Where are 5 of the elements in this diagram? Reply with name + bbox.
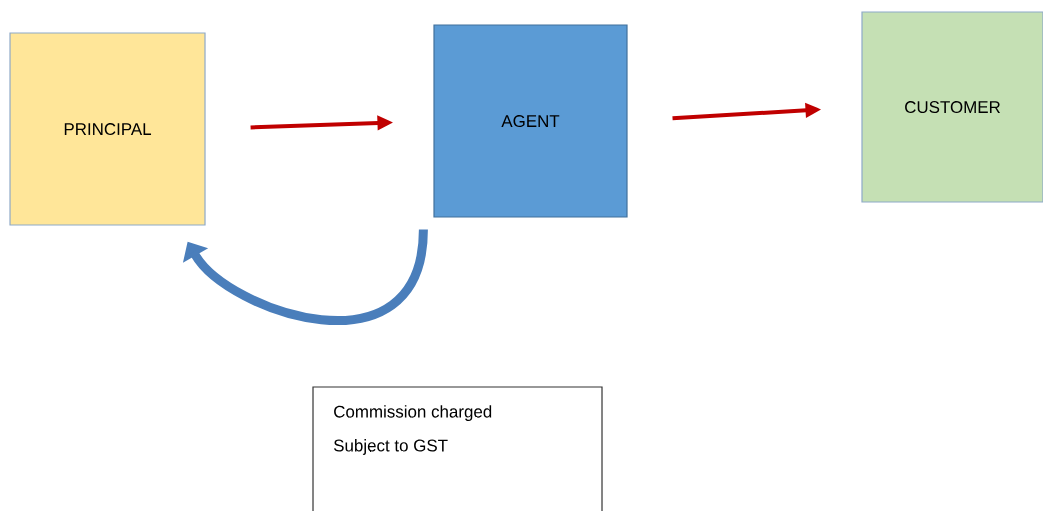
process-box: AGENT xyxy=(433,24,628,218)
process-box: PRINCIPAL xyxy=(9,32,206,226)
arrow xyxy=(182,229,428,325)
note-box: Commission charged Subject to GST xyxy=(312,386,603,511)
process-box: CUSTOMER xyxy=(861,11,1043,203)
